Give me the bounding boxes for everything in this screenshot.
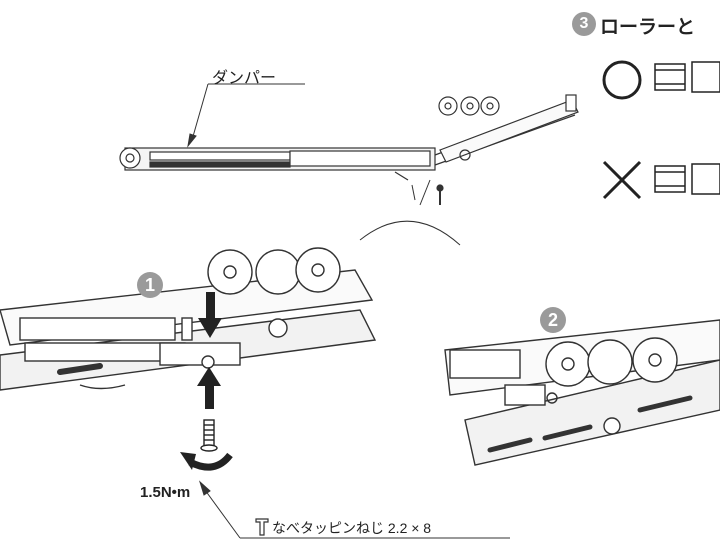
detail-2 — [444, 319, 720, 466]
roller-heading: ローラーと — [600, 17, 696, 38]
screw-leader — [198, 480, 510, 539]
bad-example — [602, 160, 720, 200]
callout-arc — [359, 179, 461, 246]
damper-overview — [119, 94, 579, 205]
detail-1 — [0, 247, 377, 391]
damper-label: ダンパー — [212, 70, 277, 87]
detail-1-arrows — [197, 292, 222, 409]
screw-icon — [200, 419, 218, 452]
step-badge-3: 3 — [572, 12, 596, 36]
step-badge-1: 1 — [137, 272, 163, 298]
step-badge-2: 2 — [540, 307, 566, 333]
damper-leader — [187, 83, 305, 148]
torque-label: 1.5N•m — [140, 484, 191, 501]
screw-label: なべタッピンねじ 2.2 × 8 — [272, 520, 432, 536]
rotate-arrow-icon — [180, 452, 233, 471]
good-example — [602, 60, 720, 100]
screw-head-icon — [255, 518, 269, 536]
